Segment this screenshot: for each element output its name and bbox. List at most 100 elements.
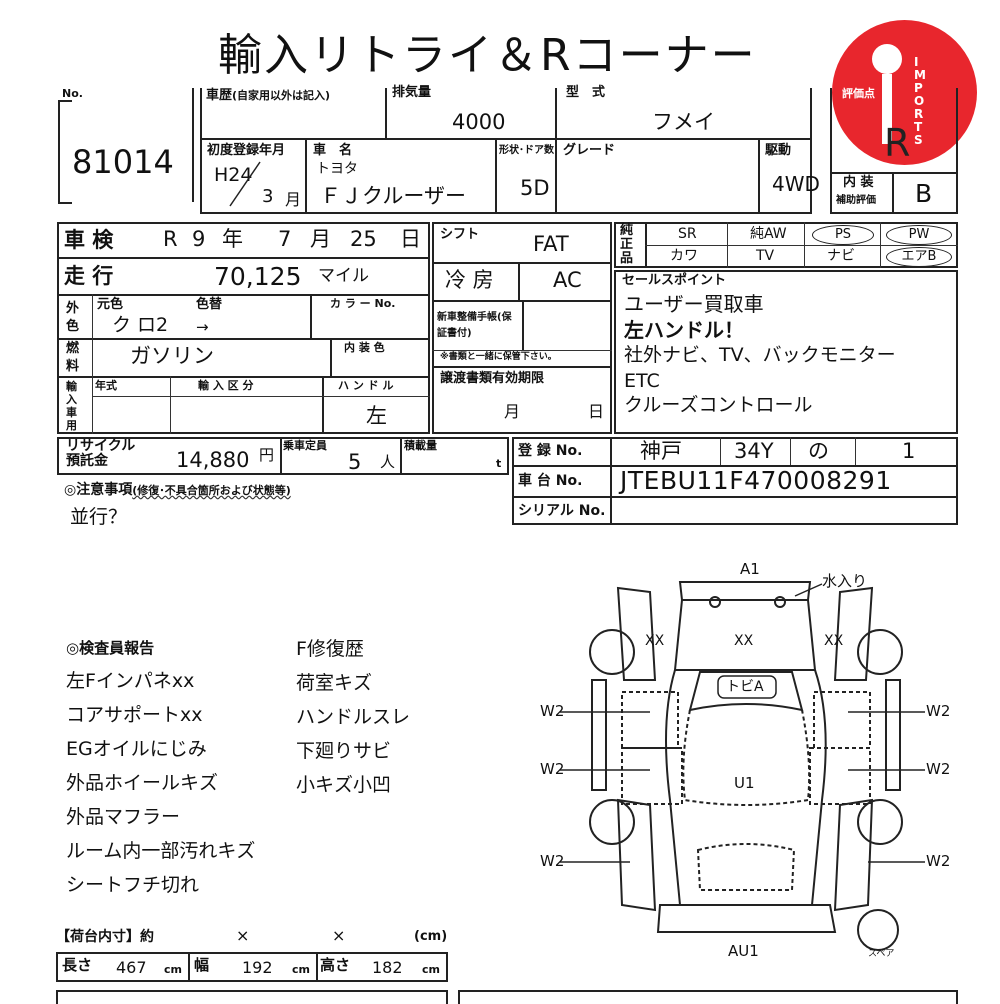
- model-label: 型 式: [566, 85, 606, 100]
- height-label: 高さ: [320, 956, 351, 974]
- equip-leather: カワ: [670, 248, 698, 264]
- page-title: 輸入リトライ＆Rコーナー: [218, 30, 757, 81]
- recycle-fee: 14,880: [176, 448, 250, 472]
- reg-class: 34Y: [734, 439, 774, 463]
- capacity-label: 乗車定員: [283, 439, 327, 452]
- inspector-item-10: ハンドルスレ: [296, 706, 411, 728]
- ac-label: 冷 房: [445, 268, 494, 292]
- reg-place: 神戸: [640, 439, 682, 463]
- sales-point-3: 社外ナビ、TV、バックモニター: [624, 344, 896, 366]
- shift-label: シフト: [440, 227, 480, 242]
- displacement-label: 排気量: [392, 85, 432, 100]
- cargo-x-2: ×: [332, 926, 346, 945]
- diagram-au1: AU1: [728, 942, 759, 960]
- inspection-label: 車 検: [64, 228, 114, 252]
- lot-number: 81014: [72, 143, 174, 181]
- maker: トヨタ: [316, 161, 358, 177]
- diagram-right-front-fender: [833, 586, 874, 681]
- first-reg-month: 3: [262, 186, 274, 207]
- inspector-item-9: 荷室キズ: [296, 672, 373, 694]
- mileage-value: 70,125: [214, 262, 302, 291]
- model-year-label: 年式: [95, 379, 117, 392]
- reg-kana: の: [808, 439, 829, 463]
- notes-label: ◎注意事項: [64, 482, 133, 498]
- import-type-label: 輸 入 区 分: [198, 379, 254, 392]
- doors-value: 5D: [520, 176, 550, 200]
- logo-text: IMPORTS: [914, 55, 926, 147]
- capacity-value: 5: [348, 450, 362, 474]
- transfer-label: 譲渡書類有効期限: [440, 371, 545, 386]
- drive-value: 4WD: [772, 172, 820, 196]
- inspector-item-5: 外品マフラー: [66, 806, 181, 828]
- transfer-month-unit: 月: [504, 402, 521, 421]
- inspector-item-4: 外品ホイールキズ: [66, 772, 219, 794]
- imports-logo: IMPORTS: [832, 20, 977, 165]
- first-reg-slash: [229, 161, 261, 207]
- diagram-xx-center: XX: [734, 633, 754, 649]
- inspection-mileage-block: [57, 222, 430, 434]
- transfer-day-unit: 日: [588, 402, 605, 421]
- displacement-value: 4000: [452, 110, 506, 134]
- recycle-block: [57, 437, 509, 475]
- drive-label: 駆動: [765, 143, 792, 158]
- diagram-wheel-fr: [857, 629, 903, 675]
- mileage-label: 走 行: [64, 264, 114, 288]
- diagram-wheel-rr: [857, 799, 903, 845]
- inspector-label: ◎検査員報告: [66, 639, 155, 657]
- diagram-wheel-rl: [589, 799, 635, 845]
- cargo-box: [56, 952, 448, 982]
- equip-airbag: エアB: [886, 247, 952, 267]
- inspector-item-1: 左Fインパネxx: [66, 670, 195, 692]
- first-reg-year: H24: [214, 164, 253, 186]
- diagram-water: 水入り: [822, 572, 868, 590]
- diagram-rear-bumper: [656, 904, 837, 933]
- handle-value: 左: [366, 404, 387, 428]
- ac-value: AC: [553, 268, 582, 292]
- score-value: R: [884, 121, 911, 165]
- car-name: ＦＪクルーザー: [320, 184, 466, 208]
- inspector-item-11: 下廻りサビ: [296, 740, 392, 762]
- mileage-unit: マイル: [318, 266, 369, 286]
- diagram-left-door-rear: [621, 747, 683, 805]
- color-change-label: 色替: [196, 297, 223, 312]
- diagram-w2-r1: W2: [926, 702, 951, 720]
- sales-point-2: 左ハンドル！: [624, 318, 744, 342]
- inspector-item-2: コアサポートxx: [66, 704, 203, 726]
- diagram-right-rear-fender: [833, 798, 874, 912]
- notes-value: 並行？: [70, 506, 128, 528]
- sales-point-5: クルーズコントロール: [624, 394, 813, 416]
- color-label: 外色: [66, 301, 80, 334]
- shift-block: [432, 222, 612, 434]
- inspection-month: 7: [278, 227, 292, 251]
- inspector-item-7: シートフチ切れ: [66, 874, 200, 896]
- serial-label: シリアル No.: [518, 503, 606, 519]
- history-note: (自家用以外は記入): [232, 89, 331, 102]
- lot-bracket: [58, 100, 72, 204]
- sales-label: セールスポイント: [622, 273, 727, 288]
- load-label: 積載量: [404, 439, 437, 452]
- orig-color-label: 元色: [97, 297, 124, 312]
- diagram-w2-l1: W2: [540, 702, 565, 720]
- sales-point-4: ETC: [624, 370, 660, 392]
- width-label: 幅: [194, 956, 210, 974]
- diagram-windshield: [688, 671, 804, 712]
- interior-color-label: 内 装 色: [344, 341, 385, 354]
- diagram-rear-window: [696, 843, 796, 891]
- diagram-w2-r2: W2: [926, 760, 951, 778]
- fuel-label: 燃料: [66, 341, 80, 374]
- inspection-year: 9: [192, 227, 206, 251]
- diagram-right-door-rear: [809, 747, 871, 805]
- grade-label: グレード: [563, 143, 616, 158]
- diagram-left-rear-fender: [616, 798, 657, 912]
- car-damage-diagram: [560, 581, 925, 951]
- diagram-xx-right: XX: [824, 633, 844, 649]
- chassis-label: 車 台 No.: [518, 473, 583, 489]
- equip-aw: 純AW: [750, 226, 787, 242]
- equip-label: 純正品: [620, 223, 634, 266]
- equip-tv: TV: [756, 248, 775, 264]
- diagram-left-door-front: [621, 691, 679, 749]
- width-unit: cm: [292, 963, 310, 976]
- width-value: 192: [242, 958, 273, 977]
- diagram-xx-left: XX: [645, 633, 665, 649]
- warranty-note: ※書類と一緒に保管下さい。: [440, 352, 557, 362]
